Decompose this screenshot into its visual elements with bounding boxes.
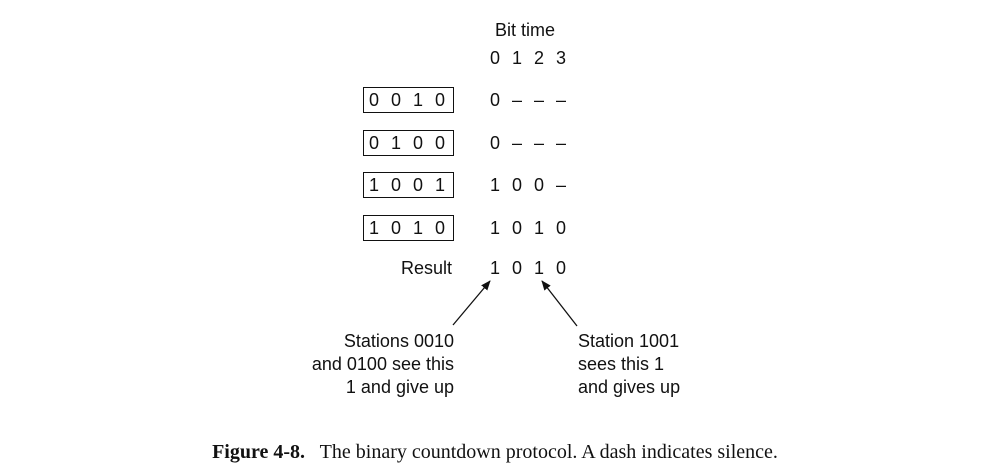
address-bit: 0	[434, 218, 445, 238]
sent-bit: 1	[533, 218, 544, 238]
result-bit: 1	[533, 258, 544, 278]
bit-time-label: Bit time	[495, 20, 556, 40]
sent-bit: –	[533, 90, 544, 110]
caption-text: The binary countdown protocol. A dash in…	[319, 441, 778, 463]
bit-index-3: 3	[555, 48, 566, 68]
bit-index-2: 2	[533, 48, 544, 68]
result-bit: 0	[555, 258, 566, 278]
figure-label: Figure 4-8.	[212, 441, 306, 463]
sent-bit: –	[533, 133, 544, 153]
address-bit: 0	[390, 90, 401, 110]
sent-bit: –	[555, 90, 566, 110]
result-bit: 1	[489, 258, 500, 278]
right-annotation: Station 1001 sees this 1 and gives up	[578, 331, 681, 397]
sent-bit: –	[555, 133, 566, 153]
address-bit: 0	[390, 218, 401, 238]
sent-bit: 0	[511, 218, 522, 238]
sent-bit: 0	[489, 90, 500, 110]
address-bit: 1	[434, 175, 445, 195]
left-annotation: Stations 0010 and 0100 see this 1 and gi…	[311, 331, 454, 397]
figure-caption: Figure 4-8. The binary countdown protoco…	[0, 441, 990, 463]
sent-bit: 0	[511, 175, 522, 195]
bit-index-0: 0	[489, 48, 500, 68]
address-bit: 0	[368, 90, 379, 110]
sent-bit: –	[555, 175, 566, 195]
right-arrow	[541, 280, 578, 327]
address-bit: 1	[390, 133, 401, 153]
station-address-box: 1 0 1 0	[363, 215, 454, 241]
address-bit: 0	[412, 175, 423, 195]
bit-index-1: 1	[511, 48, 522, 68]
sent-bit: –	[511, 133, 522, 153]
address-bit: 1	[412, 218, 423, 238]
station-address-box: 0 0 1 0	[363, 87, 454, 113]
address-bit: 1	[412, 90, 423, 110]
result-bit: 0	[511, 258, 522, 278]
left-arrow	[452, 280, 491, 326]
address-bit: 0	[434, 90, 445, 110]
sent-bit: 1	[489, 218, 500, 238]
sent-bit: –	[511, 90, 522, 110]
station-address-box: 1 0 0 1	[363, 172, 454, 198]
station-address-box: 0 1 0 0	[363, 130, 454, 156]
address-bit: 1	[368, 218, 379, 238]
address-bit: 0	[434, 133, 445, 153]
sent-bit: 1	[489, 175, 500, 195]
sent-bit: 0	[533, 175, 544, 195]
address-bit: 1	[368, 175, 379, 195]
sent-bit: 0	[489, 133, 500, 153]
sent-bit: 0	[555, 218, 566, 238]
result-label: Result	[401, 258, 453, 278]
address-bit: 0	[368, 133, 379, 153]
address-bit: 0	[390, 175, 401, 195]
address-bit: 0	[412, 133, 423, 153]
